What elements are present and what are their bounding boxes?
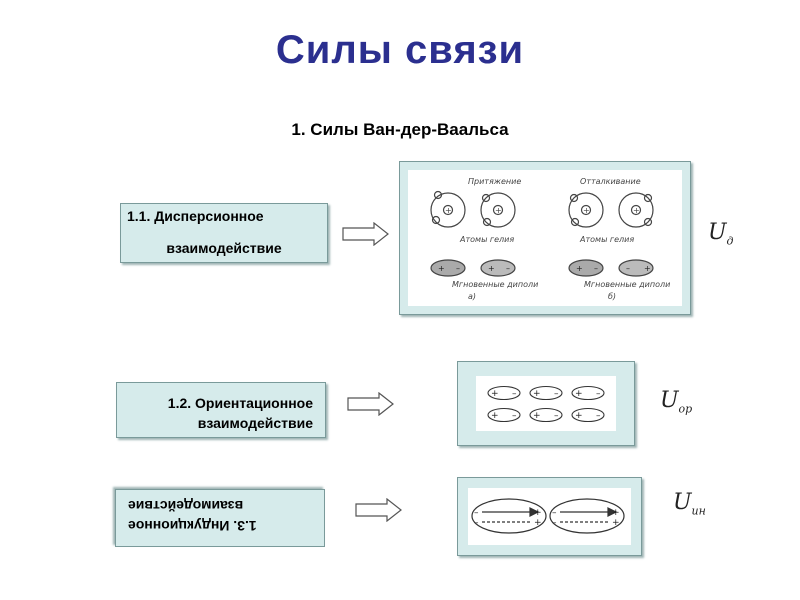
svg-text:+: + bbox=[612, 508, 620, 518]
svg-text:–: – bbox=[474, 518, 479, 528]
svg-text:+: + bbox=[488, 264, 495, 273]
label-box-induction: 1.3. Индукционное взаимодействие bbox=[115, 489, 325, 547]
svg-text:–: – bbox=[474, 508, 479, 518]
section-subtitle: 1. Силы Ван-дер-Ваальса bbox=[291, 120, 509, 139]
svg-text:+: + bbox=[445, 206, 452, 215]
svg-text:+: + bbox=[534, 518, 542, 528]
figure-induced-dipoles: –+ –+ –+ –+ bbox=[468, 488, 631, 545]
svg-text:+: + bbox=[534, 508, 542, 518]
svg-text:–: – bbox=[596, 389, 601, 399]
figure-helium-atoms: Притяжение + + Атомы гелия + – + – Мгнов… bbox=[408, 170, 682, 306]
svg-text:–: – bbox=[554, 411, 559, 421]
svg-text:–: – bbox=[554, 389, 559, 399]
caption-dipoles-b: Мгновенные диполи bbox=[584, 280, 670, 289]
svg-text:–: – bbox=[596, 411, 601, 421]
label-box-dispersion: 1.1. Дисперсионное взаимодействие bbox=[120, 203, 328, 263]
svg-text:+: + bbox=[633, 206, 640, 215]
svg-text:+: + bbox=[575, 389, 583, 399]
svg-text:+: + bbox=[438, 264, 445, 273]
svg-text:+: + bbox=[575, 411, 583, 421]
panel-label-b: б) bbox=[608, 292, 616, 301]
svg-text:–: – bbox=[456, 264, 460, 273]
arrow-right-icon bbox=[355, 498, 402, 522]
figure-panel-orientation: + – + – + – + – + – + – bbox=[457, 361, 635, 446]
figure-oriented-dipoles: + – + – + – + – + – + – bbox=[476, 376, 616, 431]
page-title: Силы связи bbox=[275, 28, 525, 72]
figure-panel-induction: –+ –+ –+ –+ bbox=[457, 477, 642, 556]
caption-repulsion: Отталкивание bbox=[580, 177, 641, 186]
label-induction-line1: 1.3. Индукционное bbox=[128, 518, 257, 534]
caption-atoms-a: Атомы гелия bbox=[459, 235, 514, 244]
svg-text:–: – bbox=[506, 264, 510, 273]
svg-text:–: – bbox=[626, 264, 630, 273]
label-orientation-line2: взаимодействие bbox=[197, 415, 313, 431]
arrow-right-icon bbox=[347, 392, 394, 416]
caption-dipoles-a: Мгновенные диполи bbox=[452, 280, 538, 289]
svg-text:+: + bbox=[495, 206, 502, 215]
svg-text:+: + bbox=[576, 264, 583, 273]
arrow-right-icon bbox=[342, 222, 389, 246]
energy-symbol-orientation: Uор bbox=[660, 388, 693, 416]
svg-text:+: + bbox=[533, 411, 541, 421]
figure-panel-dispersion: Притяжение + + Атомы гелия + – + – Мгнов… bbox=[399, 161, 691, 315]
svg-text:+: + bbox=[583, 206, 590, 215]
svg-text:+: + bbox=[612, 518, 620, 528]
panel-label-a: а) bbox=[468, 292, 476, 301]
label-dispersion-line2: взаимодействие bbox=[166, 240, 282, 256]
energy-symbol-dispersion: Uд bbox=[708, 220, 734, 248]
svg-text:–: – bbox=[552, 508, 557, 518]
label-dispersion-line1: 1.1. Дисперсионное bbox=[127, 208, 264, 224]
svg-text:+: + bbox=[491, 411, 499, 421]
svg-text:–: – bbox=[512, 411, 517, 421]
svg-text:–: – bbox=[552, 518, 557, 528]
svg-text:–: – bbox=[512, 389, 517, 399]
label-induction-line2: взаимодействие bbox=[128, 498, 244, 514]
caption-atoms-b: Атомы гелия bbox=[579, 235, 634, 244]
label-orientation-line1: 1.2. Ориентационное bbox=[167, 395, 313, 411]
svg-text:–: – bbox=[594, 264, 598, 273]
svg-text:+: + bbox=[533, 389, 541, 399]
energy-symbol-induction: Uин bbox=[673, 490, 706, 518]
label-box-orientation: 1.2. Ориентационное взаимодействие bbox=[116, 382, 326, 438]
caption-attraction: Притяжение bbox=[468, 177, 521, 186]
svg-text:+: + bbox=[644, 264, 651, 273]
svg-text:+: + bbox=[491, 389, 499, 399]
